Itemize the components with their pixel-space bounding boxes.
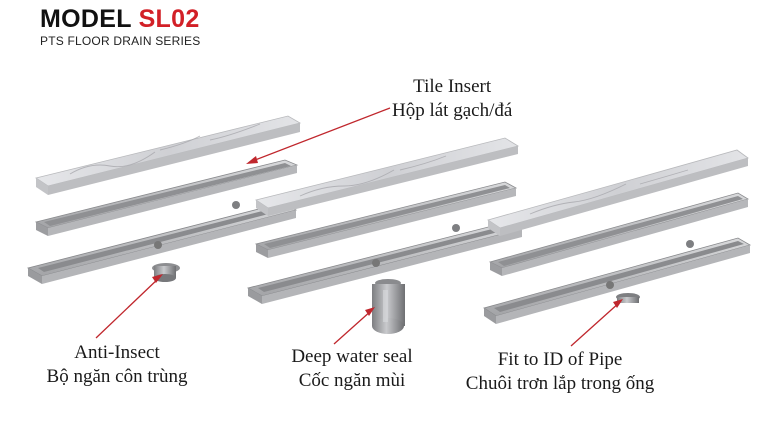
drain-channel-icon xyxy=(26,202,298,284)
callout-deep-water-seal: Deep water seal Cốc ngăn mùi xyxy=(264,345,440,393)
marble-tile-icon xyxy=(255,137,520,216)
model-prefix: MODEL xyxy=(40,5,132,33)
callout-anti-insect-vi: Bộ ngăn côn trùng xyxy=(46,366,188,387)
series-subtitle: PTS FLOOR DRAIN SERIES xyxy=(40,34,201,48)
callout-fit-pipe-en: Fit to ID of Pipe xyxy=(497,349,623,370)
marble-tile-icon xyxy=(35,115,302,195)
drain-channel-icon xyxy=(483,237,752,324)
model-title: MODEL SL02 xyxy=(40,6,200,33)
water-seal-cup-icon xyxy=(372,279,405,334)
deep-seal-arrow-head xyxy=(365,307,375,316)
callout-deep-water-seal-vi: Cốc ngăn mùi xyxy=(298,370,406,391)
callout-deep-water-seal-en: Deep water seal xyxy=(291,346,413,367)
header: MODEL SL02 PTS FLOOR DRAIN SERIES xyxy=(40,6,201,49)
drain-set-middle xyxy=(246,137,524,334)
callout-tile-insert: Tile Insert Hộp lát gạch/đá xyxy=(392,75,512,123)
drain-channel-icon xyxy=(246,221,524,304)
callout-tile-insert-vi: Hộp lát gạch/đá xyxy=(392,100,513,121)
callout-anti-insect: Anti-Insect Bộ ngăn côn trùng xyxy=(24,341,210,389)
anti-insect-arrow-head xyxy=(152,274,163,283)
annotation-arrows xyxy=(95,107,623,347)
tile-tray-icon xyxy=(34,159,299,236)
fit-pipe-arrow-head xyxy=(613,299,623,308)
callout-fit-pipe-vi: Chuôi trơn lắp trong ống xyxy=(465,373,655,394)
tile-tray-icon xyxy=(488,192,750,276)
drain-set-right xyxy=(483,149,752,324)
model-code: SL02 xyxy=(138,5,200,33)
callout-anti-insect-en: Anti-Insect xyxy=(74,342,160,363)
marble-tile-icon xyxy=(487,149,749,236)
tile-tray-icon xyxy=(254,181,518,258)
callout-tile-insert-en: Tile Insert xyxy=(413,76,492,97)
tile-insert-arrow-head xyxy=(246,156,258,164)
pipe-spigot-icon xyxy=(616,293,640,303)
fit-pipe-arrow xyxy=(570,301,621,347)
callout-fit-pipe: Fit to ID of Pipe Chuôi trơn lắp trong ố… xyxy=(447,348,673,396)
drain-set-left xyxy=(26,115,302,284)
anti-insect-arrow xyxy=(95,276,161,339)
tile-insert-arrow xyxy=(249,107,391,163)
deep-seal-arrow xyxy=(333,309,373,345)
